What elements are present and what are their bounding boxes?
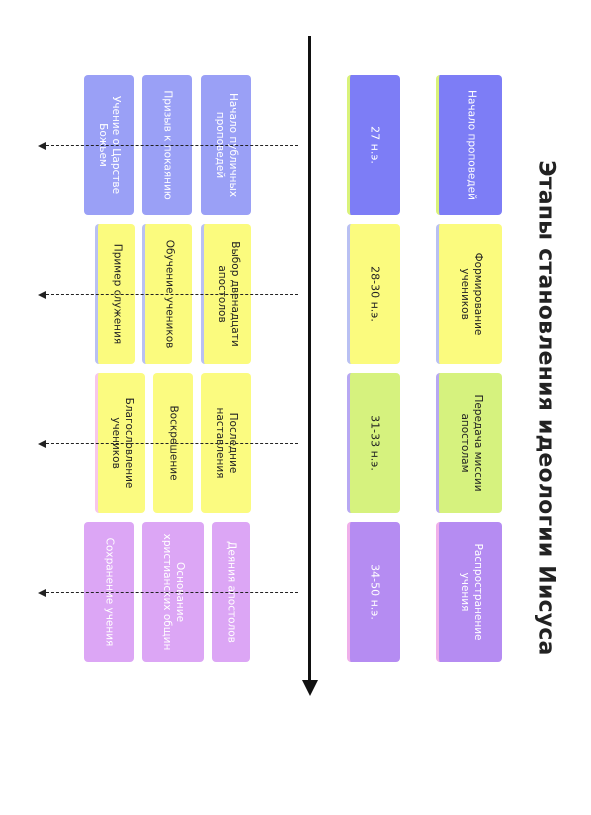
connector-arrowhead: [38, 291, 46, 299]
timeline-arrowhead: [302, 680, 318, 696]
connector-line: [46, 294, 298, 295]
diagram-title: Этапы становления идеологии Иисуса: [533, 160, 559, 656]
period-label: 31-33 н.э.: [368, 415, 382, 471]
connector-line: [46, 145, 298, 146]
period-box: 31-33 н.э.: [347, 373, 400, 513]
stage-name-label: Формирование учеников: [458, 252, 484, 336]
stage-name-label: Распространение учения: [458, 543, 484, 641]
period-box: 27 н.э.: [347, 75, 400, 215]
stage-name-label: Начало проповедей: [465, 90, 477, 200]
connector-line: [46, 592, 298, 593]
connector-arrowhead: [38, 142, 46, 150]
connector-arrowhead: [38, 589, 46, 597]
period-label: 27 н.э.: [368, 126, 382, 164]
stage-name-label: Передача миссии апостолам: [458, 394, 484, 492]
timeline-axis: [308, 36, 311, 681]
connector-arrowhead: [38, 440, 46, 448]
period-label: 34-50 н.э.: [368, 564, 382, 620]
stage-name-box: Передача миссии апостолам: [436, 373, 502, 513]
stage-name-box: Начало проповедей: [436, 75, 502, 215]
stage-name-box: Формирование учеников: [436, 224, 502, 364]
period-box: 28-30 н.э.: [347, 224, 400, 364]
stage-name-box: Распространение учения: [436, 522, 502, 662]
period-label: 28-30 н.э.: [368, 266, 382, 322]
period-box: 34-50 н.э.: [347, 522, 400, 662]
connector-line: [46, 443, 298, 444]
